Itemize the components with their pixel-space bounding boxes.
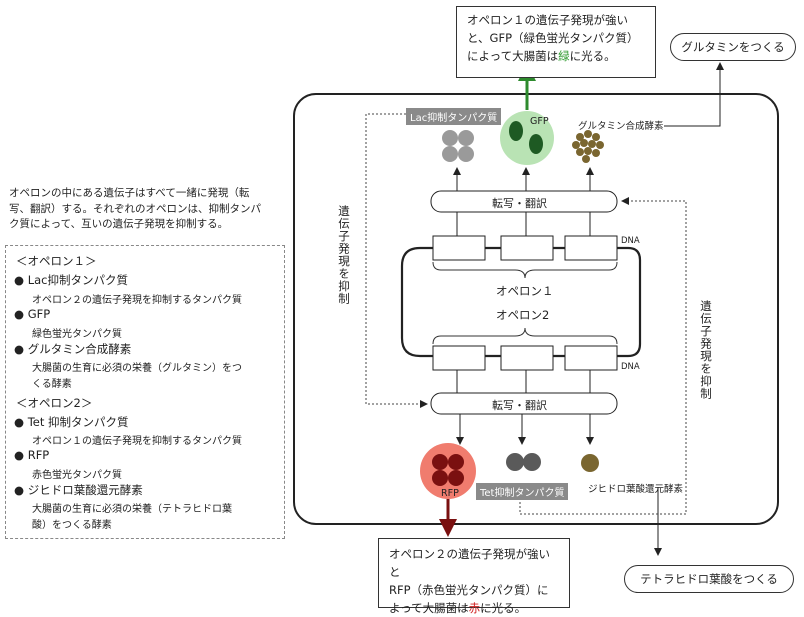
gfp-callout-line-2: と、GFP（緑色蛍光タンパク質） xyxy=(467,31,639,45)
transcription-label-top: 転写・翻訳 xyxy=(492,197,547,210)
legend-desc-glutamine-2: くる酵素 xyxy=(32,379,72,390)
legend-desc-rfp: 赤色蛍光タンパク質 xyxy=(32,470,122,481)
thf-pill: テトラヒドロ葉酸をつくる xyxy=(624,565,794,593)
dhfr-protein xyxy=(581,454,599,472)
legend-item-gfp: ● GFP xyxy=(14,307,51,321)
rfp-label: RFP xyxy=(441,488,459,499)
green-word: 緑 xyxy=(558,49,570,63)
intro-line-2: 写、翻訳）する。それぞれのオペロンは、抑制タンパ xyxy=(9,202,261,215)
gene-box-lac xyxy=(432,235,486,261)
dhfr-label: ジヒドロ葉酸還元酵素 xyxy=(588,484,684,495)
legend-operon2-heading: ＜オペロン2＞ xyxy=(16,396,93,410)
rfp-protein xyxy=(420,443,476,499)
glutamine-enzyme-label: グルタミン合成酵素 xyxy=(578,121,664,132)
legend-item-rfp: ● RFP xyxy=(14,448,50,462)
tet-label: Tet抑制タンパク質 xyxy=(476,483,569,500)
glutamine-synthetase-protein xyxy=(572,130,604,163)
dna-label-top: DNA xyxy=(621,236,640,246)
intro-text: オペロンの中にある遺伝子はすべて一緒に発現（転 写、翻訳）する。それぞれのオペロ… xyxy=(9,186,287,233)
operon1-brace xyxy=(432,261,618,279)
gene-box-tet xyxy=(432,345,486,371)
legend-box: ＜オペロン１＞ ● Lac抑制タンパク質 オペロン２の遺伝子発現を抑制するタンパ… xyxy=(5,245,285,539)
legend-desc-glutamine-1: 大腸菌の生育に必須の栄養（グルタミン）をつ xyxy=(32,363,242,374)
transcription-pill-bottom xyxy=(430,392,618,415)
rfp-callout-line-3: よって大腸菌は赤に光る。 xyxy=(389,601,527,615)
bullet-icon: ● xyxy=(14,448,25,462)
red-word: 赤 xyxy=(468,601,481,615)
gene-box-rfp xyxy=(500,345,554,371)
operon2-brace xyxy=(432,327,618,345)
glutamine-pill: グルタミンをつくる xyxy=(670,33,796,61)
operon1-label: オペロン１ xyxy=(496,284,554,298)
legend-desc-lac: オペロン２の遺伝子発現を抑制するタンパク質 xyxy=(32,295,242,306)
intro-line-1: オペロンの中にある遺伝子はすべて一緒に発現（転 xyxy=(9,187,250,199)
tet-inhibition-line xyxy=(519,197,687,515)
bullet-icon: ● xyxy=(14,307,25,321)
gene-box-glutamine xyxy=(564,235,618,261)
legend-desc-tet: オペロン１の遺伝子発現を抑制するタンパク質 xyxy=(32,436,242,447)
legend-desc-dhfr-1: 大腸菌の生育に必須の栄養（テトラヒドロ葉 xyxy=(32,504,232,515)
dna-label-bottom: DNA xyxy=(621,362,640,372)
rfp-callout-line-2: RFP（赤色蛍光タンパク質）に xyxy=(389,583,549,597)
inhibit-label-right: 遺伝子発現を抑制 xyxy=(699,300,713,400)
lac-repressor-protein xyxy=(442,130,474,162)
rfp-callout: オペロン２の遺伝子発現が強いと RFP（赤色蛍光タンパク質）に よって大腸菌は赤… xyxy=(378,538,570,615)
legend-item-dhfr: ● ジヒドロ葉酸還元酵素 xyxy=(14,483,143,497)
gfp-callout: オペロン１の遺伝子発現が強い と、GFP（緑色蛍光タンパク質） によって大腸菌は… xyxy=(456,6,656,78)
lac-inhibition-line xyxy=(365,113,428,408)
bullet-icon: ● xyxy=(14,342,25,356)
transcription-pill-top xyxy=(430,190,618,213)
bullet-icon: ● xyxy=(14,273,25,287)
operon2-label: オペロン2 xyxy=(496,308,550,322)
inhibit-label-left: 遺伝子発現を抑制 xyxy=(337,205,351,305)
legend-item-tet: ● Tet 抑制タンパク質 xyxy=(14,415,129,429)
legend-desc-dhfr-2: 酸）をつくる酵素 xyxy=(32,520,112,531)
gene-box-gfp xyxy=(500,235,554,261)
gfp-callout-line-1: オペロン１の遺伝子発現が強い xyxy=(467,13,628,27)
rfp-callout-line-1: オペロン２の遺伝子発現が強いと xyxy=(389,547,550,579)
legend-desc-gfp: 緑色蛍光タンパク質 xyxy=(32,329,122,340)
gfp-label: GFP xyxy=(530,116,549,127)
bullet-icon: ● xyxy=(14,483,25,497)
arrow-to-glutamine-pill xyxy=(664,62,724,127)
legend-item-lac: ● Lac抑制タンパク質 xyxy=(14,273,128,287)
gfp-callout-line-3: によって大腸菌は緑に光る。 xyxy=(467,49,616,63)
gfp-protein xyxy=(500,111,554,165)
legend-operon1-heading: ＜オペロン１＞ xyxy=(16,254,97,268)
transcription-label-bottom: 転写・翻訳 xyxy=(492,399,547,412)
intro-line-3: ク質によって、互いの遺伝子発現を抑制する。 xyxy=(9,218,229,230)
bullet-icon: ● xyxy=(14,415,25,429)
dna-loop xyxy=(400,246,642,358)
tet-repressor-protein xyxy=(506,453,541,471)
legend-item-glutamine: ● グルタミン合成酵素 xyxy=(14,342,132,356)
lac-label: Lac抑制タンパク質 xyxy=(406,108,502,125)
cell-outline xyxy=(293,93,779,525)
gene-box-dhfr xyxy=(564,345,618,371)
